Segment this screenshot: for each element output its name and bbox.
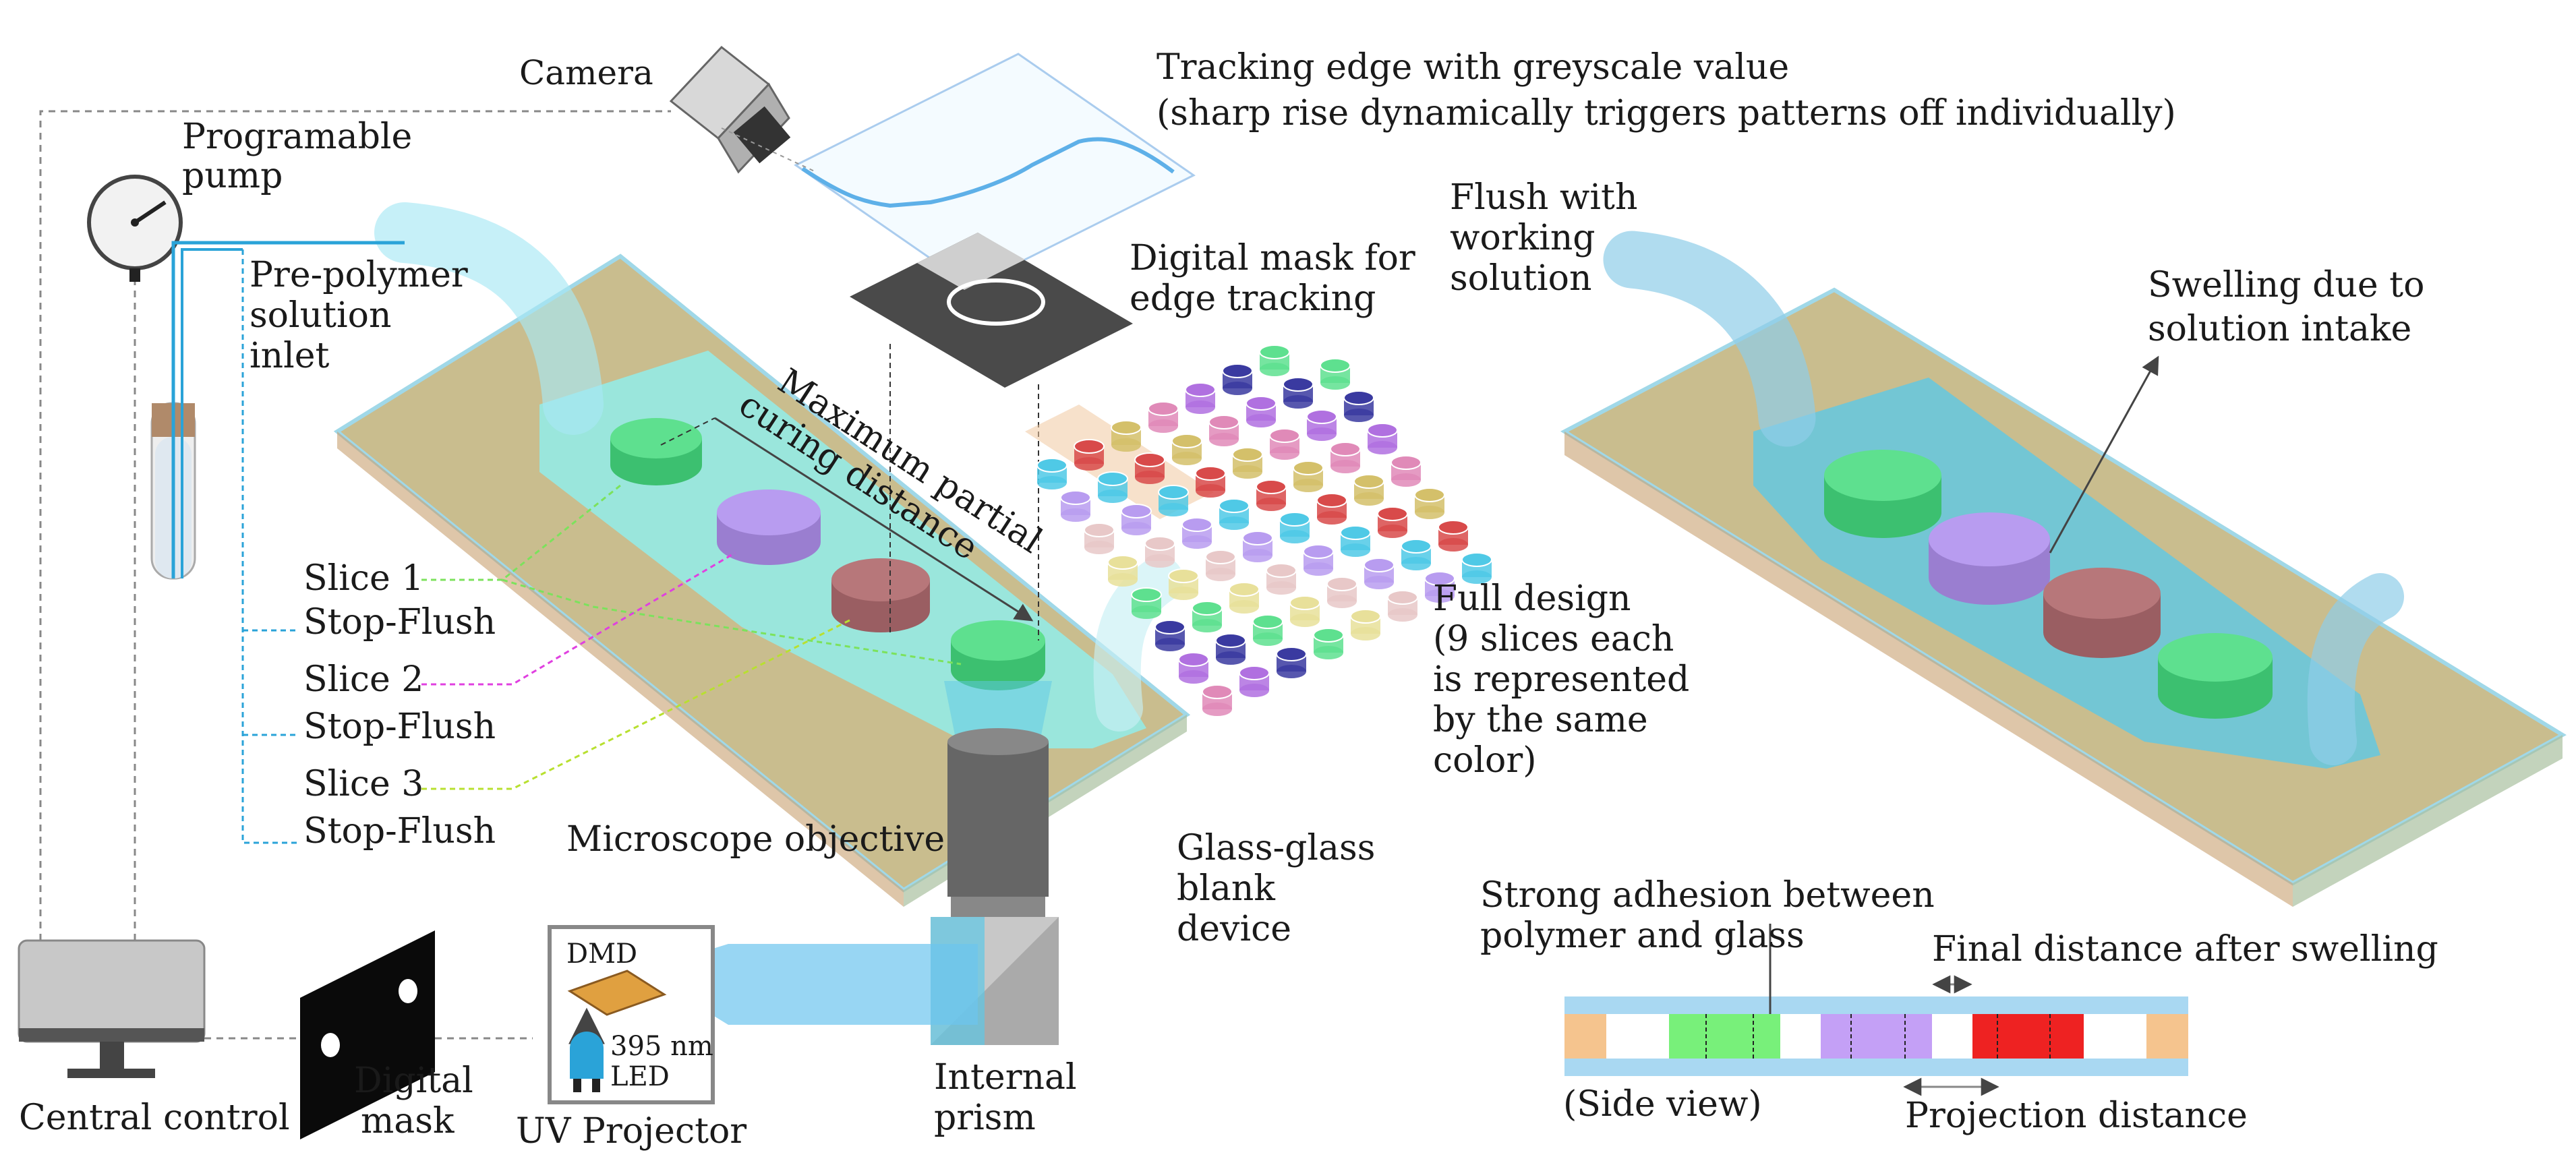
camera-label: Camera [519,53,653,92]
uv-projector-box [548,925,715,1104]
side-view [1564,924,2188,1096]
swelling-label: Swelling due to solution intake [2148,265,2436,349]
tracking-label: Tracking edge with greyscale value (shar… [1157,47,2176,133]
side-view-label: (Side view) [1563,1084,1762,1125]
objective-label: Microscope objective [566,819,945,860]
right-slices [1824,450,2273,719]
full-design-label: Full design (9 slices each is represente… [1433,578,1701,781]
edge-mask-label: Digital mask for edge tracking [1130,238,1426,319]
outlet-tube-right [2307,573,2404,765]
glass-device-label: Glass-glass blank device [1177,828,1386,949]
curing-distance-arrow [714,417,1034,622]
led-icon [568,1007,605,1092]
digital-mask-label: Digital mask [354,1061,484,1141]
camera-icon [669,45,791,174]
stop-flush-1-label: Stop-Flush [303,602,496,643]
adhesion-label: Strong adhesion between polymer and glas… [1480,875,1945,956]
edge-mask-plane [850,233,1133,388]
objective-icon [944,681,1052,924]
dmd-icon [567,970,667,1016]
projection-distance-label: Projection distance [1905,1096,2248,1136]
inlet-tube [374,202,604,435]
swelling-pointer [2049,355,2159,554]
flush-label: Flush with working solution [1450,177,1649,299]
left-slices [610,418,1045,690]
pump-label: Programable pump [182,117,423,196]
slice3-label: Slice 3 [303,764,423,804]
slice1-label: Slice 1 [303,558,423,599]
inlet-label: Pre-polymer solution inlet [250,255,479,376]
monitor-icon [18,939,206,1078]
tracking-plane [794,53,1196,288]
stop-flush-3-label: Stop-Flush [303,811,496,852]
digital-mask-icon [300,930,435,1139]
full-design-cluster [1025,345,1492,716]
flush-tube [1603,231,1816,447]
stop-flush-2-label: Stop-Flush [303,707,496,747]
dmd-label: DMD [566,939,637,970]
connector-lines [39,110,962,1040]
central-control-label: Central control [19,1098,290,1138]
final-distance-label: Final distance after swelling [1932,929,2438,970]
pump-gauge-icon [87,175,183,282]
slice2-label: Slice 2 [303,659,423,700]
uv-projector-label: UV Projector [516,1111,747,1152]
led-label: 395 nm LED [610,1031,722,1092]
prism-label: Internal prism [934,1057,1088,1138]
uv-beam [641,944,978,1025]
